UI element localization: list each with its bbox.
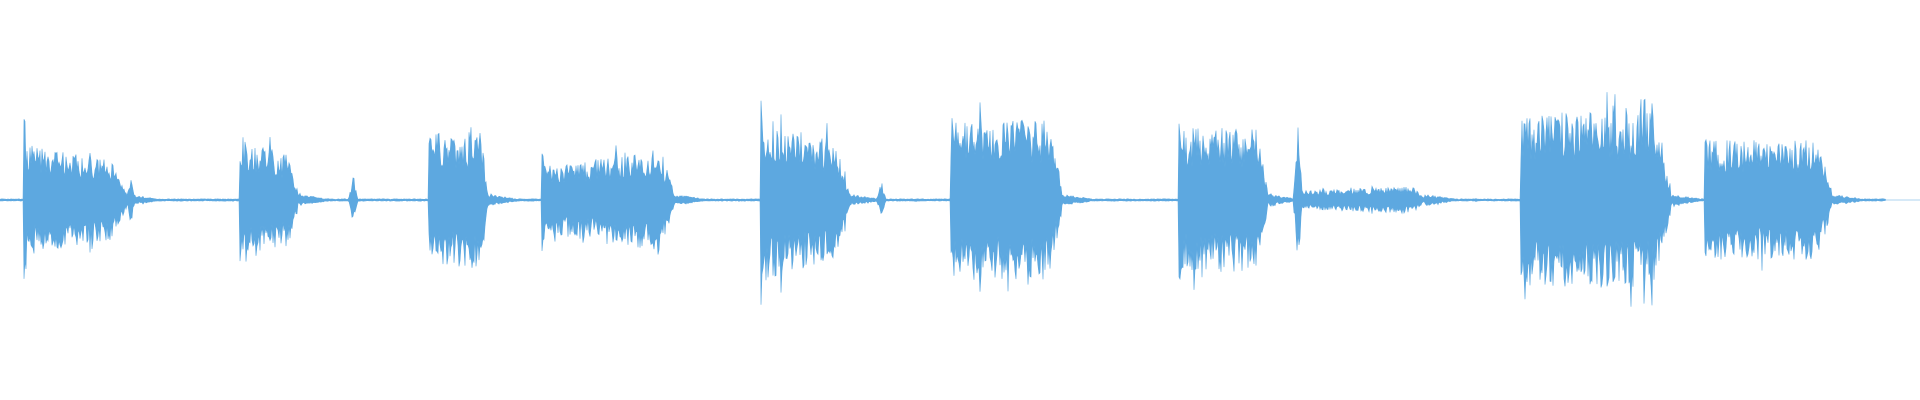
waveform-envelope — [0, 92, 1920, 307]
